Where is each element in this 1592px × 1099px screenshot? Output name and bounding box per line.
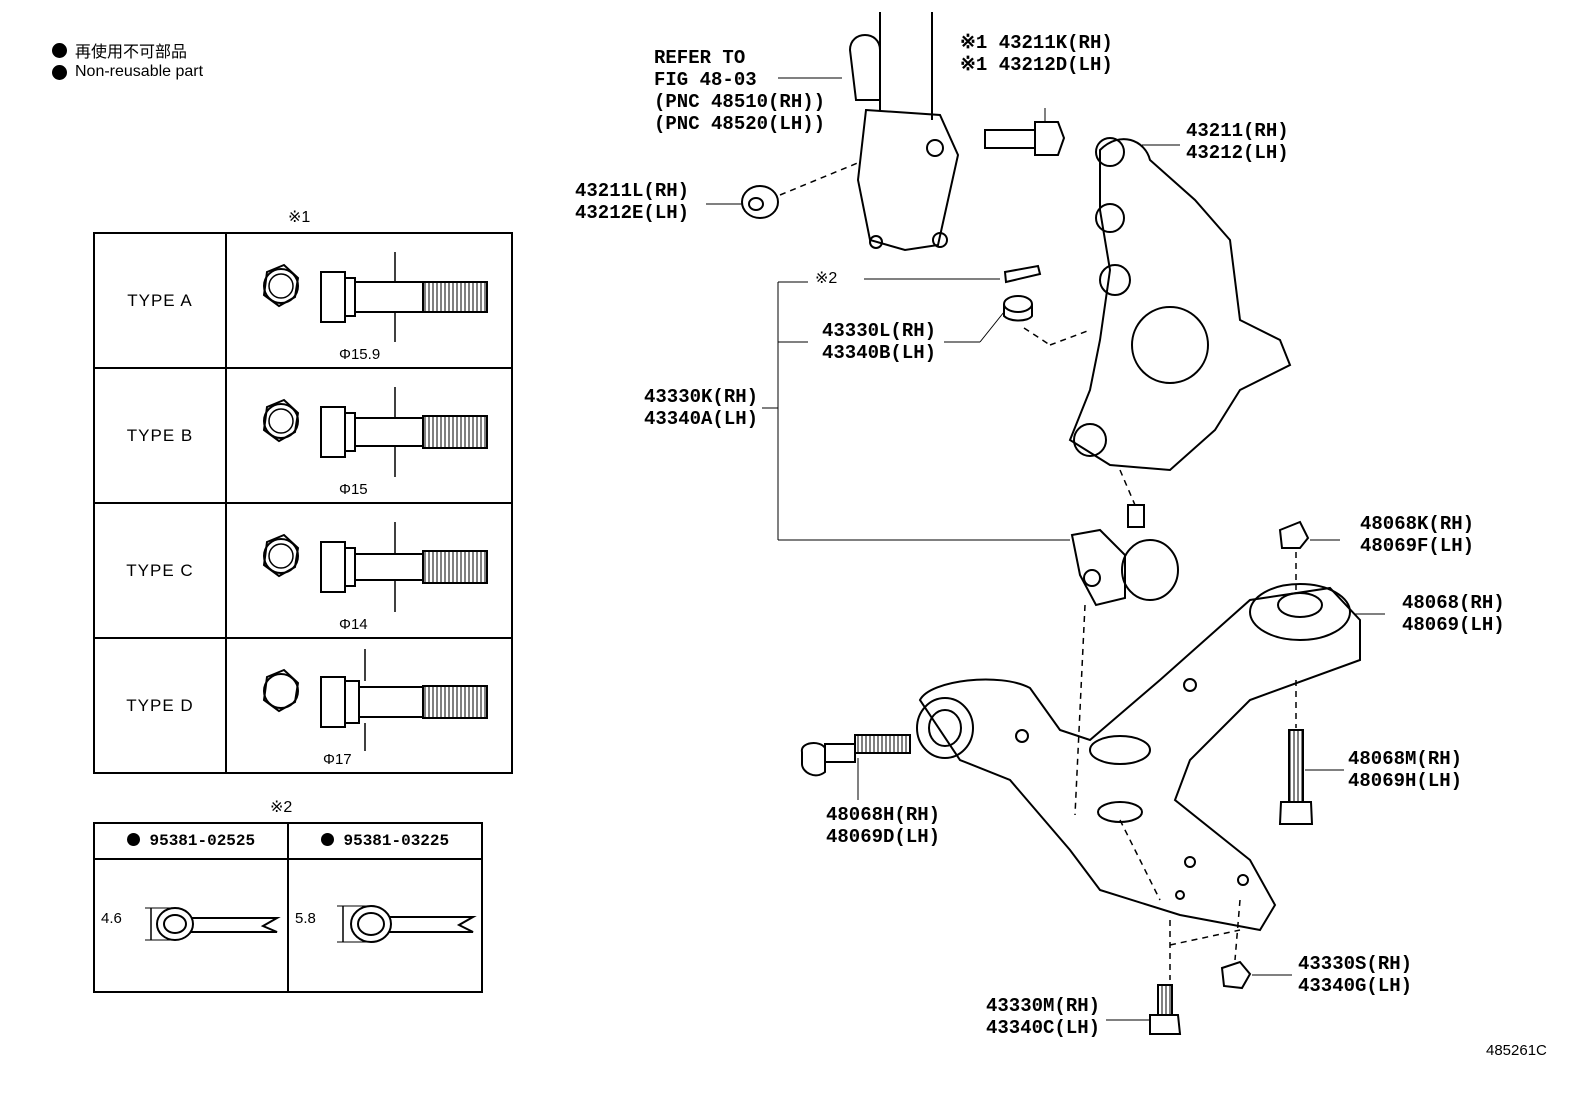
table-row: TYPE C Φ14 [93, 502, 513, 639]
refer-line: (PNC 48510(RH)) [654, 91, 826, 113]
knuckle-label: 43211(RH) 43212(LH) [1186, 120, 1289, 164]
clip-ref-label: ※2 [815, 270, 838, 287]
clip-drawing: 4.6 [93, 858, 289, 993]
part-label-line: 43211L(RH) [575, 180, 690, 202]
clip-table: 95381-02525 95381-03225 4.6 [93, 822, 483, 993]
table2-title: ※2 [270, 799, 293, 816]
non-reusable-dot-icon [320, 833, 334, 846]
legend-jp: 再使用不可部品 [52, 38, 187, 62]
type-name: TYPE B [93, 367, 227, 504]
legend-jp-text: 再使用不可部品 [75, 44, 188, 61]
part-label-line: 43211(RH) [1186, 120, 1289, 142]
clip-head-2: 95381-03225 [287, 822, 483, 860]
part-label-line: 43340C(LH) [986, 1017, 1101, 1039]
bolt-c-icon [262, 522, 488, 612]
part-label-line: 43212(LH) [1186, 142, 1289, 164]
refer-line: REFER TO [654, 47, 746, 69]
cotter-pin-icon [337, 905, 477, 943]
clip-head-1: 95381-02525 [93, 822, 289, 860]
balljoint-label: 43330K(RH) 43340A(LH) [644, 386, 758, 430]
castle-nut-label: 43330L(RH) 43340B(LH) [822, 320, 936, 364]
dimension-label: 4.6 [101, 910, 122, 927]
legend-en: Non-reusable part [52, 63, 203, 81]
ball-joint-icon [1070, 504, 1179, 607]
bolt-48068m-icon [1278, 729, 1314, 825]
type-drawing: Φ17 [225, 637, 513, 774]
type-drawing: Φ15.9 [225, 232, 513, 369]
part-label-line: 43340B(LH) [822, 342, 937, 364]
part-label-line: 48068(RH) [1402, 592, 1505, 614]
refer-line: FIG 48-03 [654, 69, 757, 91]
bolt-43330m-icon [1149, 984, 1182, 1035]
part-label-line: 48068M(RH) [1348, 748, 1463, 770]
part-label-line: 43330S(RH) [1298, 953, 1413, 975]
diameter-label: Φ17 [323, 751, 352, 768]
castle-nut-icon [1003, 295, 1033, 322]
table1-title: ※1 [288, 209, 311, 226]
diameter-label: Φ14 [339, 616, 368, 633]
clip-drawing: 5.8 [287, 858, 483, 993]
arm-label: 48068(RH) 48069(LH) [1402, 592, 1505, 636]
steering-knuckle-icon [1068, 137, 1292, 472]
nut-43211l-icon [741, 185, 779, 219]
lower-control-arm-icon [916, 583, 1361, 932]
part-label-line: 48069F(LH) [1360, 535, 1475, 557]
part-number: 95381-03225 [343, 832, 450, 850]
nut-43330s-label: 43330S(RH) 43340G(LH) [1298, 953, 1412, 997]
diameter-label: Φ15 [339, 481, 368, 498]
bolt-a-icon [262, 252, 488, 342]
figure-reference-number: 485261C [1486, 1042, 1547, 1059]
type-drawing: Φ15 [225, 367, 513, 504]
bolt-43211k-label: ※1 43211K(RH) ※1 43212D(LH) [960, 32, 1113, 76]
table-row: TYPE D Φ17 [93, 637, 513, 774]
strut-icon [879, 12, 933, 120]
table-row: 4.6 5.8 [93, 858, 483, 993]
part-label-line: 43340A(LH) [644, 408, 759, 430]
nut-48068k-label: 48068K(RH) 48069F(LH) [1360, 513, 1474, 557]
part-label-line: 43330M(RH) [986, 995, 1101, 1017]
bolt-b-icon [262, 387, 488, 477]
refer-line: (PNC 48520(LH)) [654, 113, 826, 135]
part-label-line: 43330L(RH) [822, 320, 937, 342]
part-number: 95381-02525 [149, 832, 256, 850]
part-label-line: ※1 43212D(LH) [960, 54, 1113, 76]
nut-48068k-icon [1278, 520, 1310, 549]
part-label-line: 43340G(LH) [1298, 975, 1413, 997]
cotter-pin-icon [145, 907, 281, 941]
nut-43211l-label: 43211L(RH) 43212E(LH) [575, 180, 689, 224]
table-row: TYPE B Φ15 [93, 367, 513, 504]
part-label-line: 48068K(RH) [1360, 513, 1475, 535]
part-label-line: 48069D(LH) [826, 826, 941, 848]
refer-label: REFER TO FIG 48-03 (PNC 48510(RH)) (PNC … [654, 47, 825, 135]
bolt-43330m-label: 43330M(RH) 43340C(LH) [986, 995, 1100, 1039]
part-label-line: 43330K(RH) [644, 386, 759, 408]
part-label-line: 48069(LH) [1402, 614, 1505, 636]
bolt-48068m-label: 48068M(RH) 48069H(LH) [1348, 748, 1462, 792]
bolt-d-icon [262, 649, 488, 751]
cotter-pin-icon [1003, 264, 1042, 284]
table-row: TYPE A Φ15.9 [93, 232, 513, 369]
part-label-line: ※1 43211K(RH) [960, 32, 1113, 54]
type-name: TYPE A [93, 232, 227, 369]
dimension-label: 5.8 [295, 910, 316, 927]
part-label-line: 48069H(LH) [1348, 770, 1463, 792]
non-reusable-dot-icon [126, 833, 140, 846]
legend-en-text: Non-reusable part [75, 63, 204, 80]
bolt-type-table: TYPE A Φ15.9 TYPE B [93, 232, 513, 774]
bolt-43211k-icon [984, 108, 1066, 156]
diameter-label: Φ15.9 [339, 346, 381, 363]
non-reusable-dot-icon [52, 42, 67, 58]
table-row: 95381-02525 95381-03225 [93, 822, 483, 860]
type-name: TYPE C [93, 502, 227, 639]
part-label-line: 43212E(LH) [575, 202, 690, 224]
non-reusable-dot-icon [52, 64, 67, 80]
bolt-48068h-label: 48068H(RH) 48069D(LH) [826, 804, 940, 848]
part-label-line: 48068H(RH) [826, 804, 941, 826]
nut-43330s-icon [1220, 960, 1252, 990]
type-drawing: Φ14 [225, 502, 513, 639]
bolt-48068h-icon [800, 734, 911, 777]
type-name: TYPE D [93, 637, 227, 774]
